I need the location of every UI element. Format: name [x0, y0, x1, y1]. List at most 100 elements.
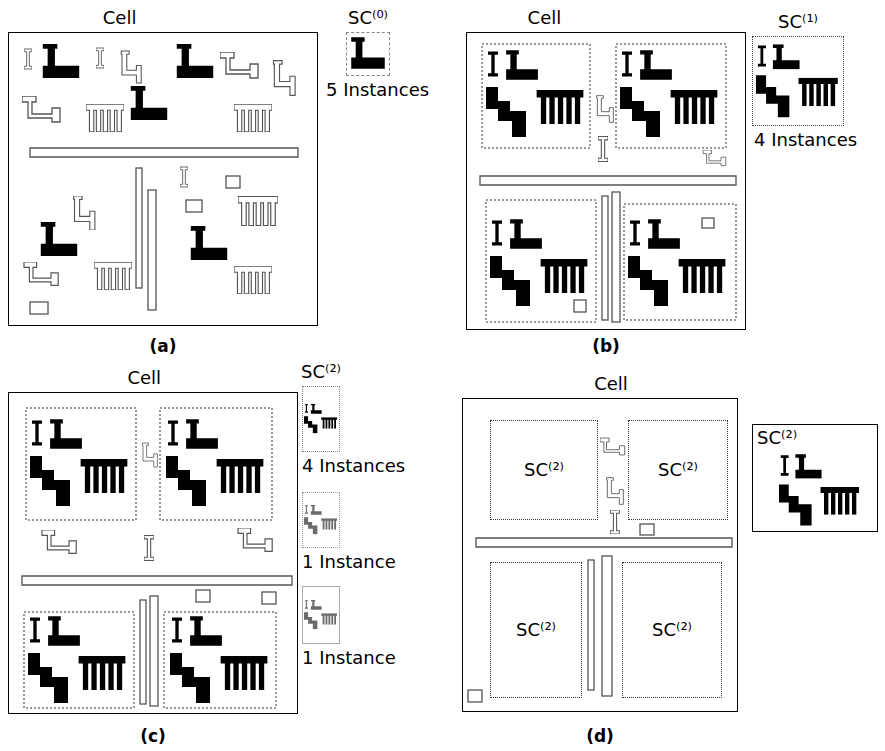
i-shape	[24, 49, 32, 69]
cell-box: SC⁽¹⁾4 Instances	[752, 36, 844, 126]
cell-box: 1 Instance	[302, 492, 340, 548]
l-shape	[41, 222, 77, 256]
long-wire	[476, 538, 732, 547]
square-shape	[640, 524, 654, 535]
cell-cluster	[486, 50, 583, 137]
i-shape	[610, 510, 620, 534]
l-shape	[351, 37, 385, 68]
vertical-wire	[612, 192, 620, 322]
long-wire	[22, 576, 292, 585]
cell-cluster	[30, 419, 127, 506]
node-heading: Cell	[594, 373, 628, 395]
long-wire	[480, 176, 736, 185]
cell-box: 1 Instance	[302, 586, 340, 644]
vertical-wire	[136, 168, 142, 288]
node-heading: Cell	[528, 7, 562, 29]
panel-label: (c)	[140, 726, 166, 746]
node-label: SC⁽²⁾	[757, 427, 797, 449]
cell-cluster	[166, 419, 263, 506]
panel-label: (a)	[149, 336, 176, 356]
vertical-wire	[150, 596, 158, 706]
cell-box: CellSC⁽²⁾SC⁽²⁾SC⁽²⁾SC⁽²⁾	[462, 398, 738, 712]
cell-cluster	[490, 219, 587, 306]
comb-shape	[234, 266, 272, 294]
panel-label-slot: (b)	[576, 336, 636, 356]
i-shape	[598, 137, 608, 162]
cell-box: SC⁽²⁾4 Instances	[302, 386, 340, 452]
variant-cluster	[304, 600, 337, 630]
node-heading: Cell	[127, 367, 161, 389]
node-heading: SC⁽¹⁾	[778, 11, 818, 33]
l-shape	[191, 226, 227, 260]
panel-label-slot: (d)	[570, 726, 630, 746]
panel-label: (d)	[586, 726, 614, 746]
square-shape	[196, 590, 210, 602]
instance-count: 5 Instances	[326, 79, 429, 101]
comb-shape	[86, 104, 124, 132]
l-shape	[177, 44, 213, 78]
square-shape	[574, 300, 586, 312]
instance-region	[24, 612, 134, 708]
node-heading: SC⁽⁰⁾	[348, 7, 388, 29]
cell-box: Cell	[466, 32, 746, 330]
pipe-shape	[42, 530, 76, 553]
node-label: SC⁽²⁾	[658, 459, 698, 481]
l-shape	[43, 44, 79, 78]
vertical-wire	[602, 556, 612, 696]
cell-box: SC⁽²⁾	[752, 424, 878, 532]
node-heading: SC⁽²⁾	[301, 361, 341, 383]
square-shape	[226, 176, 240, 188]
instance-region	[160, 408, 272, 520]
node-label: SC⁽²⁾	[516, 619, 556, 641]
pipe-shape	[600, 438, 625, 455]
comb-shape	[238, 196, 278, 225]
pipe-shape	[22, 96, 60, 122]
instance-count: 1 Instance	[302, 647, 396, 669]
sub-cell-box: SC⁽²⁾	[490, 420, 598, 520]
hook-shape	[74, 196, 95, 230]
l-shape	[131, 86, 167, 120]
node-label: SC⁽²⁾	[652, 619, 692, 641]
instance-region	[164, 612, 276, 708]
cell-box: Cell	[8, 32, 318, 326]
instance-region	[616, 44, 726, 148]
node-heading: Cell	[103, 7, 137, 29]
panel-a-layout	[22, 37, 385, 314]
i-shape	[144, 536, 154, 561]
vertical-wire	[148, 190, 156, 310]
node-label: SC⁽²⁾	[524, 459, 564, 481]
instance-count: 4 Instances	[754, 129, 857, 151]
square-shape	[468, 690, 482, 702]
comb-shape	[234, 104, 272, 132]
hook-shape	[607, 478, 624, 505]
pipe-shape	[703, 150, 726, 166]
square-shape	[262, 592, 276, 604]
hook-shape	[142, 443, 157, 467]
instance-count: 4 Instances	[302, 455, 405, 477]
pipe-shape	[24, 262, 58, 285]
variant-cluster	[304, 505, 337, 535]
hook-shape	[121, 51, 141, 83]
comb-shape	[94, 262, 132, 290]
sub-cell-box: SC⁽²⁾	[622, 562, 722, 698]
square-shape	[30, 302, 48, 314]
long-wire	[30, 148, 298, 157]
vertical-wire	[140, 600, 146, 704]
pipe-shape	[238, 528, 272, 551]
sub-cell-box: SC⁽²⁾	[490, 562, 582, 698]
panel-b-layout	[480, 44, 838, 322]
instance-count: 1 Instance	[302, 551, 396, 573]
pipe-shape	[220, 52, 258, 78]
i-shape	[180, 167, 188, 187]
cell-cluster	[620, 50, 717, 137]
cell-box: SC⁽⁰⁾5 Instances	[346, 32, 390, 76]
vertical-wire	[588, 560, 594, 690]
hook-shape	[597, 96, 614, 123]
cell-cluster	[628, 219, 725, 306]
cell-box: Cell	[8, 392, 298, 714]
panel-label: (b)	[592, 336, 620, 356]
vertical-wire	[602, 196, 608, 320]
